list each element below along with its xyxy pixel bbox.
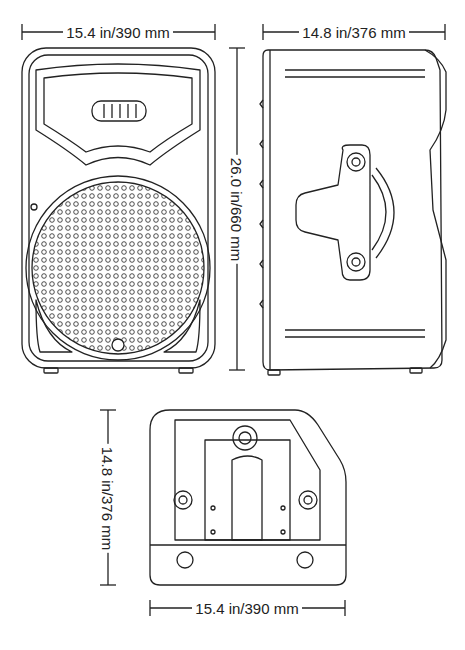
side-view [260,50,446,375]
dimension-lines [22,24,445,616]
bottom-view [150,410,346,585]
dimension-label: 14.8 in/376 mm [299,24,408,41]
dimension-label: 15.4 in/390 mm [192,600,301,617]
dimension-label: 14.8 in/376 mm [99,443,116,552]
dimension-label: 15.4 in/390 mm [63,24,172,41]
front-view [22,48,215,373]
dimension-label: 26.0 in/660 mm [228,154,245,263]
